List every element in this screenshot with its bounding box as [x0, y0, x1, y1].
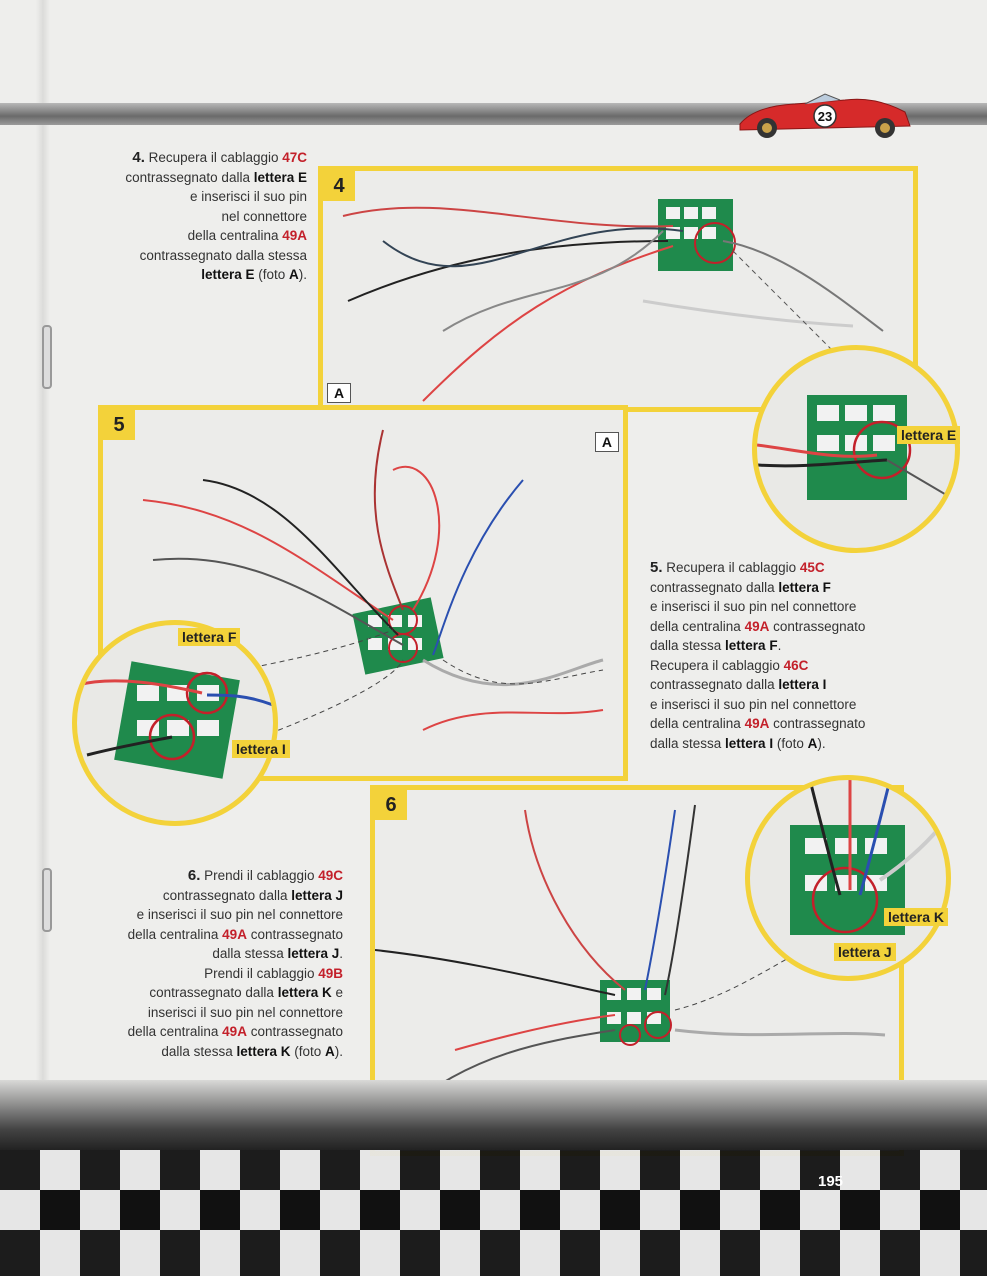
step-4-number: 4. [132, 149, 145, 166]
text-span: contrassegnato [246, 926, 343, 942]
text-line: e inserisci il suo pin [189, 189, 307, 204]
photo-ref: A [325, 1043, 335, 1059]
part-code: 46C [783, 657, 809, 673]
letter-label: lettera E [253, 169, 307, 185]
text-line: inserisci il suo pin nel connettore [147, 1004, 343, 1020]
wiring-photo-4 [342, 199, 884, 402]
text-span: della centralina [650, 716, 745, 731]
text-span: Recupera il cablaggio [148, 150, 283, 165]
part-code: 49B [318, 965, 343, 981]
letter-label: lettera I [725, 735, 774, 751]
text-span: contrassegnato dalla [162, 887, 292, 903]
text-span: contrassegnato [769, 618, 866, 634]
car-number: 23 [818, 109, 832, 124]
step-5-text: 5. Recupera il cablaggio 45C contrassegn… [650, 558, 930, 753]
letter-label: lettera K [277, 985, 332, 1000]
text-span: dalla stessa [650, 735, 726, 751]
letter-label: lettera J [291, 887, 343, 903]
text-line: nel connettore [221, 208, 307, 224]
text-span: dalla stessa [161, 1043, 237, 1059]
tag-lettera-j: lettera J [834, 943, 896, 961]
text-span: ). [817, 735, 826, 751]
text-span: . [339, 946, 343, 961]
step-badge-6: 6 [375, 790, 407, 820]
text-span: . [777, 638, 782, 653]
text-span: contrassegnato dalla [650, 677, 779, 692]
text-span: Prendi il cablaggio [204, 965, 319, 981]
step-badge-4: 4 [323, 171, 355, 201]
staple-bottom [42, 868, 52, 932]
zoom-board-5 [77, 661, 273, 779]
part-code: 49C [318, 868, 343, 883]
step-6-number: 6. [187, 867, 201, 884]
text-span: ). [334, 1043, 343, 1059]
part-code: 47C [282, 150, 307, 165]
part-code: 49A [222, 1024, 247, 1039]
wiring-photo-5 [142, 429, 604, 741]
tag-lettera-e: lettera E [897, 426, 961, 444]
step-5-number: 5. [650, 559, 663, 576]
letter-label: lettera K [236, 1043, 291, 1059]
text-span: della centralina [127, 1024, 223, 1039]
zoom-detail-4 [752, 345, 960, 553]
checkered-flag-strip-row [0, 1190, 987, 1230]
text-span: (foto [254, 267, 289, 282]
text-span: Recupera il cablaggio [666, 560, 800, 575]
photo-letter-a: A [594, 432, 619, 452]
race-car-illustration: 23 [739, 93, 911, 138]
letter-label: lettera F [778, 579, 831, 595]
part-code: 49A [744, 716, 770, 731]
photo-ref: A [289, 267, 299, 282]
text-span: della centralina [127, 926, 223, 942]
text-line: e inserisci il suo pin nel connettore [136, 907, 343, 922]
text-span: Recupera il cablaggio [650, 657, 784, 673]
text-span: della centralina [187, 228, 283, 243]
page-number: 195 [818, 1173, 844, 1190]
text-line: contrassegnato dalla stessa [139, 247, 307, 263]
tag-lettera-k: lettera K [884, 908, 949, 926]
text-span: contrassegnato [769, 716, 866, 731]
text-line: e inserisci il suo pin nel connettore [650, 599, 857, 614]
step-4-text: 4. Recupera il cablaggio 47C contrassegn… [47, 148, 307, 285]
text-span: (foto [290, 1043, 325, 1059]
header-bar [0, 103, 987, 125]
letter-label: lettera I [778, 677, 827, 692]
step-badge-5: 5 [103, 410, 135, 440]
text-span: contrassegnato [246, 1024, 343, 1039]
text-span: e [331, 985, 343, 1000]
page-fold [36, 0, 50, 1276]
text-span: contrassegnato dalla [650, 579, 779, 595]
photo-ref: A [807, 735, 818, 751]
part-code: 49A [744, 618, 770, 634]
zoom-detail-5 [72, 620, 278, 826]
letter-label: lettera F [725, 638, 778, 653]
text-span: dalla stessa [650, 638, 726, 653]
text-span: dalla stessa [212, 946, 288, 961]
part-code: 49A [222, 926, 247, 942]
asphalt-strip [0, 1080, 987, 1150]
text-span: Prendi il cablaggio [204, 868, 319, 883]
zoom-board-4 [757, 395, 955, 501]
part-code: 49A [282, 228, 307, 243]
letter-label: lettera E [201, 267, 255, 282]
text-span: ). [298, 267, 307, 282]
text-span: contrassegnato dalla [125, 169, 254, 185]
staple-top [42, 325, 52, 389]
text-line: e inserisci il suo pin nel connettore [650, 696, 857, 712]
tag-lettera-i: lettera I [232, 740, 290, 758]
step-6-text: 6. Prendi il cablaggio 49C contrassegnat… [43, 866, 343, 1061]
photo-letter-a: A [327, 383, 352, 403]
text-span: della centralina [650, 618, 745, 634]
tag-lettera-f: lettera F [178, 628, 241, 646]
text-span: (foto [773, 735, 808, 751]
part-code: 45C [799, 560, 825, 575]
text-span: contrassegnato dalla [149, 985, 278, 1000]
letter-label: lettera J [287, 946, 340, 961]
